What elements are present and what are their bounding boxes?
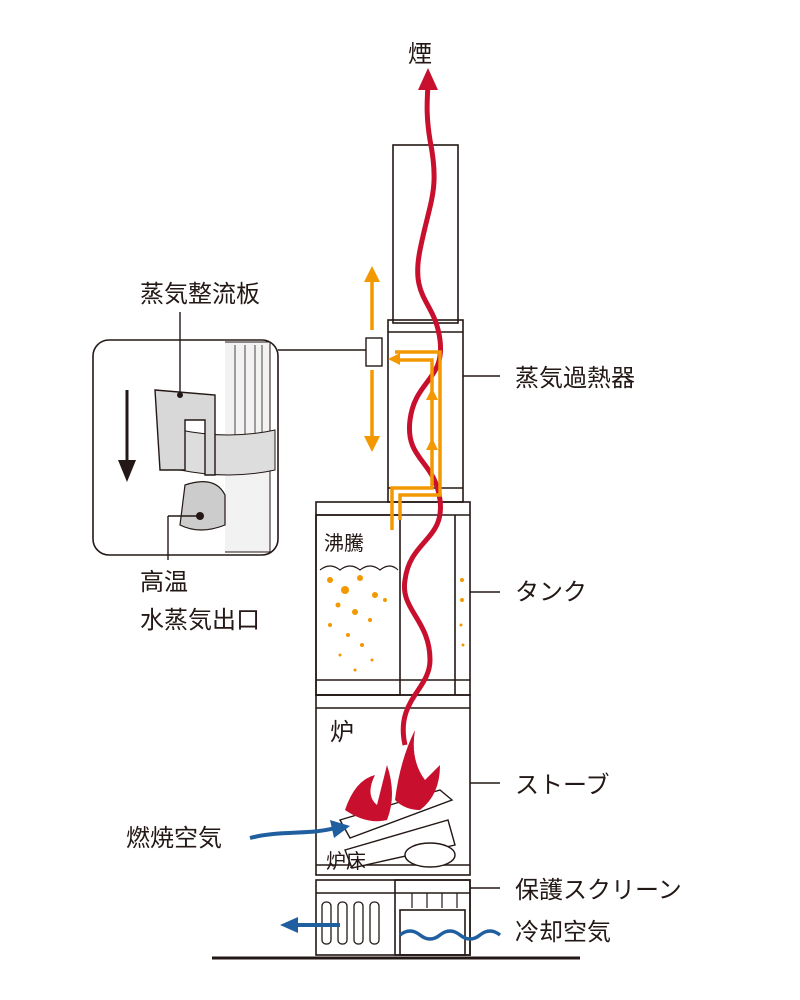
- label-cooling-air: 冷却空気: [515, 918, 611, 946]
- superheater-body: [387, 319, 464, 503]
- label-tank: タンク: [515, 578, 587, 606]
- label-furnace: 炉: [330, 718, 354, 746]
- label-superheater: 蒸気過熱器: [515, 364, 635, 392]
- cooling-air-wave: [398, 929, 502, 941]
- chimney: [392, 144, 459, 324]
- label-steam-baffle: 蒸気整流板: [140, 280, 260, 308]
- leader-lines: [167, 312, 500, 889]
- label-boiling: 沸騰: [324, 531, 364, 555]
- label-protective-screen: 保護スクリーン: [515, 876, 682, 904]
- label-combustion-air: 燃焼空気: [126, 824, 222, 852]
- steam-baffle-inset: [92, 339, 366, 556]
- flames: [345, 730, 440, 822]
- combustion-air-arrow: [249, 826, 336, 840]
- smoke-arrowhead: [418, 68, 438, 90]
- down-arrow-icon: [118, 460, 136, 482]
- steam-outlet-fitting: [365, 337, 383, 367]
- label-smoke: 煙: [408, 40, 432, 68]
- steam-flow-arrows: [370, 278, 442, 530]
- protective-screen: [315, 879, 471, 956]
- label-outlet-2: 水蒸気出口: [140, 606, 260, 634]
- label-hearth: 炉床: [326, 849, 366, 873]
- label-outlet-1: 高温: [140, 568, 188, 596]
- boiling-bubbles: [327, 575, 465, 672]
- smoke-flow-arrow: [400, 79, 444, 746]
- label-stove: ストーブ: [515, 771, 610, 799]
